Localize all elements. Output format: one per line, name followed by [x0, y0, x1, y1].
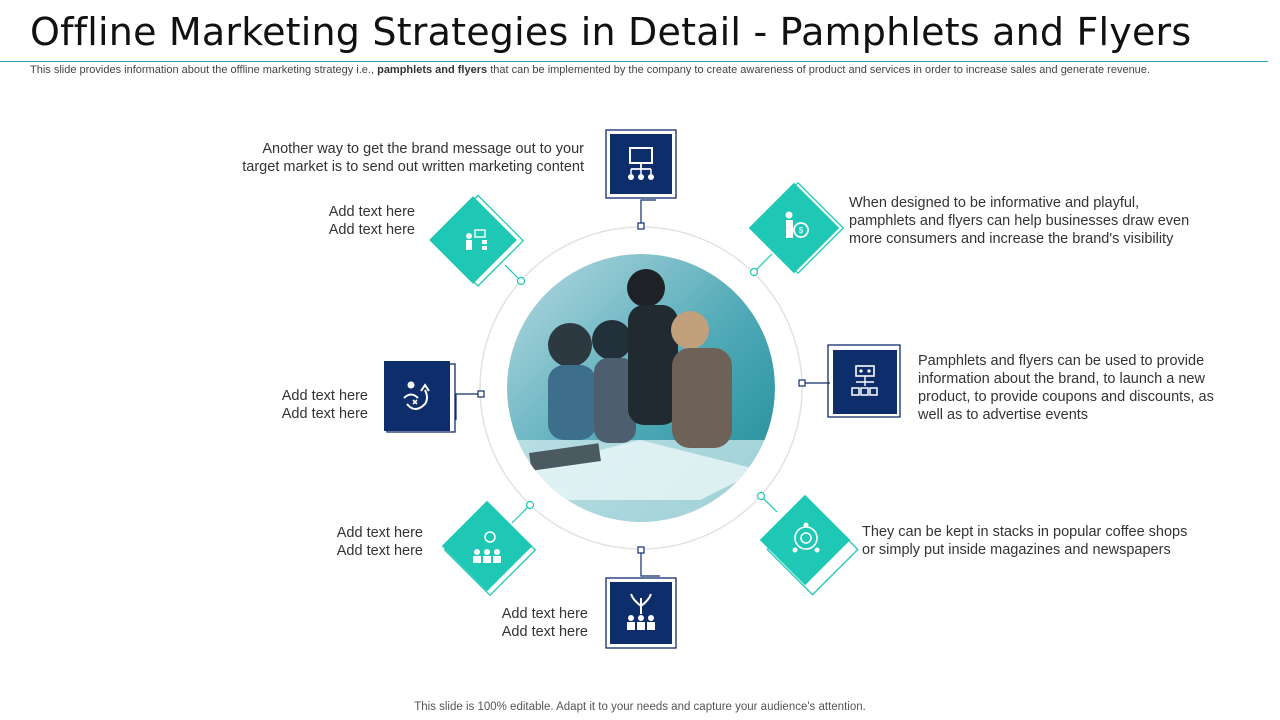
svg-text:$: $ [799, 226, 804, 235]
node-top-right: $ [748, 181, 845, 275]
text-left: Add text here Add text here [282, 387, 368, 423]
text-top-left: Add text here Add text here [329, 203, 415, 239]
description-bold: pamphlets and flyers [377, 64, 488, 76]
text-line: pamphlets and flyers can help businesses… [849, 213, 1190, 229]
title-divider [0, 61, 1268, 62]
text-line: Another way to get the brand message out… [262, 141, 584, 157]
text-top-right: When designed to be informative and play… [849, 194, 1189, 248]
text-line: Add text here [328, 204, 415, 220]
text-line: Add text here [501, 624, 588, 640]
text-line: target market is to send out written mar… [242, 159, 584, 175]
text-line: information about the brand, to launch a… [918, 371, 1205, 387]
text-right: Pamphlets and flyers can be used to prov… [918, 352, 1214, 424]
text-bottom-left: Add text here Add text here [337, 524, 423, 560]
presenter-chart-icon [466, 229, 487, 250]
text-line: Add text here [336, 525, 423, 541]
connector-bottom-left [511, 504, 531, 524]
text-line: or simply put inside magazines and newsp… [862, 542, 1171, 558]
connector-bottom [640, 550, 660, 577]
strategy-board-icon [851, 365, 878, 396]
connector-top-right [753, 253, 773, 273]
text-line: Add text here [281, 388, 368, 404]
description-prefix: This slide provides information about th… [30, 64, 375, 76]
node-top-left [429, 194, 525, 287]
description-suffix: that can be implemented by the company t… [490, 64, 1150, 76]
team-idea-icon [473, 531, 501, 563]
text-line: Add text here [501, 606, 588, 622]
team-growth-icon [627, 593, 655, 630]
connectors [455, 199, 830, 577]
text-line: well as to advertise events [918, 407, 1089, 423]
text-bottom: Add text here Add text here [502, 605, 588, 641]
money-cycle-icon [792, 522, 820, 553]
text-line: Add text here [336, 543, 423, 559]
text-line: Add text here [281, 406, 368, 422]
text-line: When designed to be informative and play… [849, 195, 1140, 211]
footer-note: This slide is 100% editable. Adapt it to… [414, 701, 866, 713]
slide-description: This slide provides information about th… [30, 64, 1170, 76]
node-left [384, 361, 456, 433]
page-title: Offline Marketing Strategies in Detail -… [30, 10, 1192, 54]
connector-left [455, 393, 481, 420]
text-line: more consumers and increase the brand's … [849, 231, 1174, 247]
node-bottom-left [441, 500, 537, 597]
text-top: Another way to get the brand message out… [242, 140, 584, 176]
text-line: product, to provide coupons and discount… [918, 389, 1214, 405]
text-line: Add text here [328, 222, 415, 238]
node-right [827, 344, 901, 418]
ring-dots [477, 222, 806, 554]
strategy-path-icon [403, 381, 430, 410]
text-bottom-right: They can be kept in stacks in popular co… [862, 523, 1187, 559]
team-photo [507, 254, 775, 522]
node-top [605, 129, 677, 199]
presentation-network-icon [628, 147, 654, 180]
connector-top [640, 199, 656, 226]
text-line: They can be kept in stacks in popular co… [862, 524, 1188, 540]
businessman-dollar-icon: $ [785, 211, 809, 238]
node-bottom [605, 577, 677, 649]
text-line: Pamphlets and flyers can be used to prov… [918, 353, 1205, 369]
